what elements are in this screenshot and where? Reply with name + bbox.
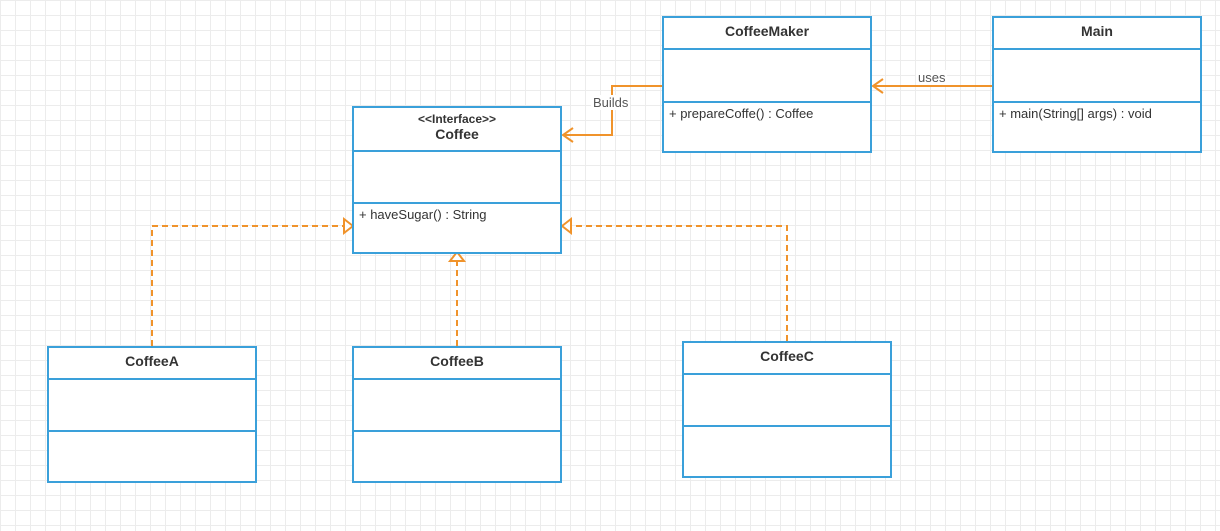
coffee-a-class[interactable]: CoffeeA bbox=[47, 346, 257, 483]
coffee-c-class[interactable]: CoffeeC bbox=[682, 341, 892, 478]
attributes-compartment bbox=[354, 380, 560, 432]
attributes-compartment bbox=[994, 50, 1200, 103]
attributes-compartment bbox=[49, 380, 255, 432]
attributes-compartment bbox=[684, 375, 890, 427]
class-header: <<Interface>> Coffee bbox=[354, 108, 560, 152]
coffeea-realization-arrowhead bbox=[343, 216, 355, 236]
attributes-compartment bbox=[664, 50, 870, 103]
coffeec-realization-arrowhead bbox=[560, 216, 572, 236]
attributes-compartment bbox=[354, 152, 560, 204]
operations-compartment bbox=[684, 427, 890, 476]
builds-label: Builds bbox=[591, 95, 631, 110]
class-name: CoffeeC bbox=[684, 343, 890, 375]
operations-compartment bbox=[354, 432, 560, 481]
coffeea-realization-connector bbox=[151, 225, 344, 346]
class-name: CoffeeB bbox=[354, 348, 560, 380]
stereotype-label: <<Interface>> bbox=[417, 112, 497, 126]
coffee-maker-class[interactable]: CoffeeMaker + prepareCoffe() : Coffee bbox=[662, 16, 872, 153]
operation: + main(String[] args) : void bbox=[999, 106, 1152, 121]
class-name: Main bbox=[994, 18, 1200, 50]
operation: + prepareCoffe() : Coffee bbox=[669, 106, 814, 121]
class-name: CoffeeA bbox=[49, 348, 255, 380]
builds-connector bbox=[565, 85, 662, 136]
class-name: Coffee bbox=[435, 126, 479, 142]
uses-label: uses bbox=[916, 70, 948, 85]
builds-arrowhead bbox=[561, 127, 574, 143]
operation: + haveSugar() : String bbox=[359, 207, 487, 222]
coffeec-realization-connector bbox=[571, 225, 788, 341]
main-class[interactable]: Main + main(String[] args) : void bbox=[992, 16, 1202, 153]
coffee-b-class[interactable]: CoffeeB bbox=[352, 346, 562, 483]
uses-arrowhead bbox=[871, 78, 884, 94]
class-name: CoffeeMaker bbox=[664, 18, 870, 50]
operations-compartment bbox=[49, 432, 255, 481]
coffee-interface-class[interactable]: <<Interface>> Coffee + haveSugar() : Str… bbox=[352, 106, 562, 254]
coffeeb-realization-arrowhead bbox=[447, 250, 467, 262]
